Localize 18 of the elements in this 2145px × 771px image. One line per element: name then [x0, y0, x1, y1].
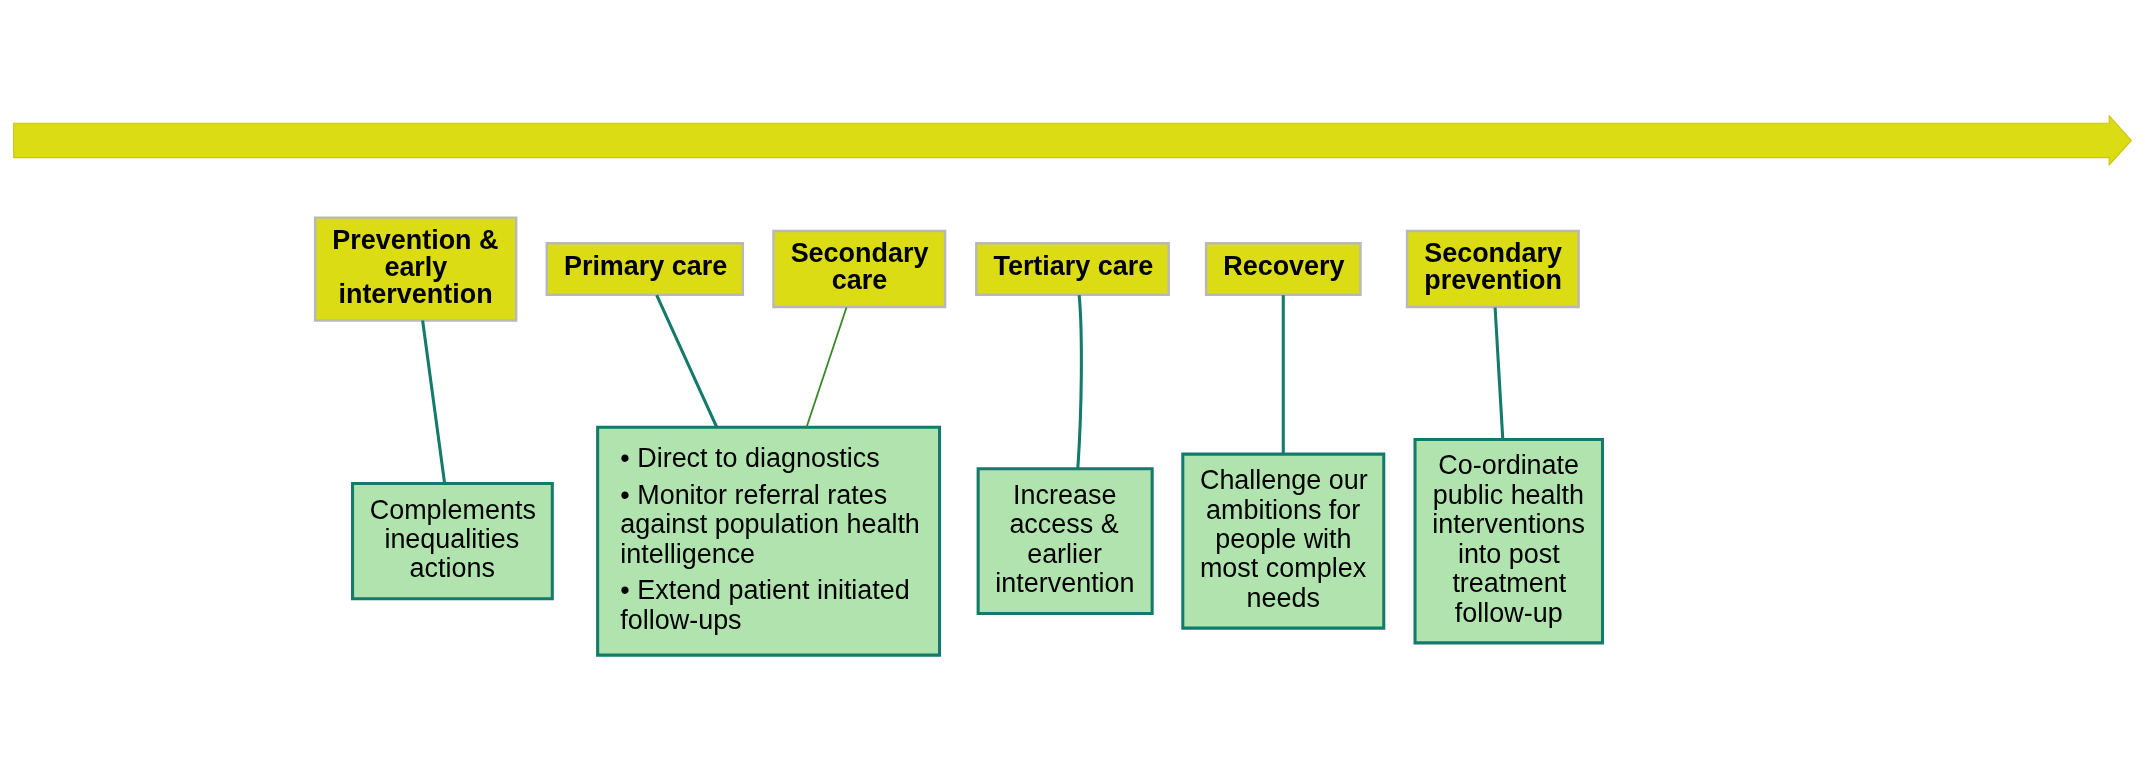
node-box: Secondary prevention: [1405, 229, 1580, 309]
node-box: Increase access & earlier intervention: [976, 467, 1154, 615]
node-box: Recovery: [1204, 242, 1362, 297]
connector: [655, 294, 719, 428]
connector: [1493, 307, 1505, 440]
connector: [1281, 295, 1285, 455]
connector: [805, 306, 848, 428]
node-box: Primary care: [545, 242, 745, 297]
node-box: Complements inequalities actions: [351, 482, 554, 601]
node-box: Prevention & early intervention: [313, 216, 518, 322]
node-arrow: [13, 114, 2133, 167]
node-box: Tertiary care: [975, 242, 1170, 297]
node-box: Challenge our ambitions for people with most complex needs: [1181, 452, 1386, 630]
connector: [421, 320, 447, 484]
connector: [1076, 295, 1083, 469]
node-box: • Direct to diagnostics • Monitor referral rates against population health intelligence • Extend patient initiated follow-ups: [596, 425, 942, 657]
node-box: Secondary care: [772, 229, 947, 309]
node-box: Co-ordinate public health interventions into post treatment follow-up: [1413, 437, 1605, 645]
